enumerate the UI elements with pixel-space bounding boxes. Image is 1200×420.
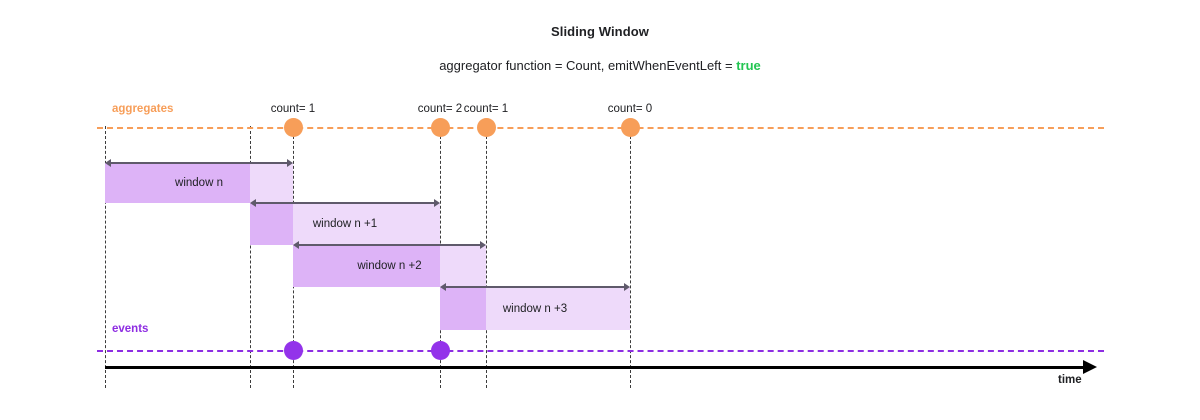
window-span-arrow <box>440 282 630 291</box>
window-bar-active-segment <box>440 287 486 330</box>
window-bar-active-segment <box>250 203 293 245</box>
window-bar-active-segment <box>105 163 250 203</box>
window-span-arrow-shaft <box>445 286 625 288</box>
window-span-arrow-shaft <box>298 244 481 246</box>
window-span-arrow <box>105 158 293 167</box>
time-axis-line <box>105 366 1085 369</box>
window-span-arrow-head-right <box>480 240 486 249</box>
aggregates-axis <box>97 127 1104 129</box>
window-bar-trailing-segment <box>293 203 440 245</box>
time-axis-arrowhead <box>1083 360 1097 374</box>
window-span-arrow-head-right <box>434 198 440 207</box>
window-bar-trailing-segment <box>250 163 293 203</box>
guide-line-4 <box>486 126 487 388</box>
window-span-arrow-shaft <box>255 202 435 204</box>
window-span-arrow-head-left <box>250 198 256 207</box>
window-span-arrow-shaft <box>110 162 288 164</box>
aggregate-dot-2[interactable] <box>476 117 496 137</box>
aggregate-dot-0[interactable] <box>283 117 303 137</box>
window-span-arrow-head-left <box>293 240 299 249</box>
guide-line-0 <box>105 126 106 388</box>
window-span-arrow-head-right <box>624 282 630 291</box>
events-axis <box>97 350 1104 352</box>
window-bar-active-segment <box>293 245 440 287</box>
event-dot-0[interactable] <box>283 340 303 360</box>
diagram-subtitle: aggregator function = Count, emitWhenEve… <box>0 58 1200 73</box>
aggregate-count-label-3: count= 0 <box>607 103 653 115</box>
window-bar-trailing-segment <box>486 287 630 330</box>
aggregate-count-label-2: count= 1 <box>463 103 509 115</box>
time-axis-label: time <box>1058 374 1082 386</box>
subtitle-value: true <box>736 58 761 73</box>
window-bar: window n +2 <box>293 245 486 287</box>
aggregate-count-label-1: count= 2 <box>417 103 463 115</box>
guide-line-5 <box>630 126 631 388</box>
aggregate-dot-1[interactable] <box>430 117 450 137</box>
window-span-arrow-head-left <box>105 158 111 167</box>
aggregates-lane-label: aggregates <box>112 103 174 115</box>
window-bar: window n +1 <box>250 203 440 245</box>
window-span-arrow <box>250 198 440 207</box>
window-bar: window n +3 <box>440 287 630 330</box>
aggregate-dot-3[interactable] <box>620 117 640 137</box>
window-bar-trailing-segment <box>440 245 486 287</box>
window-span-arrow-head-right <box>287 158 293 167</box>
window-bar: window n <box>105 163 293 203</box>
window-span-arrow <box>293 240 486 249</box>
window-span-arrow-head-left <box>440 282 446 291</box>
event-dot-1[interactable] <box>430 340 450 360</box>
diagram-title: Sliding Window <box>550 24 650 39</box>
guide-line-1 <box>250 126 251 388</box>
subtitle-prefix: aggregator function = Count, emitWhenEve… <box>439 58 737 73</box>
events-lane-label: events <box>112 323 149 335</box>
aggregate-count-label-0: count= 1 <box>270 103 316 115</box>
